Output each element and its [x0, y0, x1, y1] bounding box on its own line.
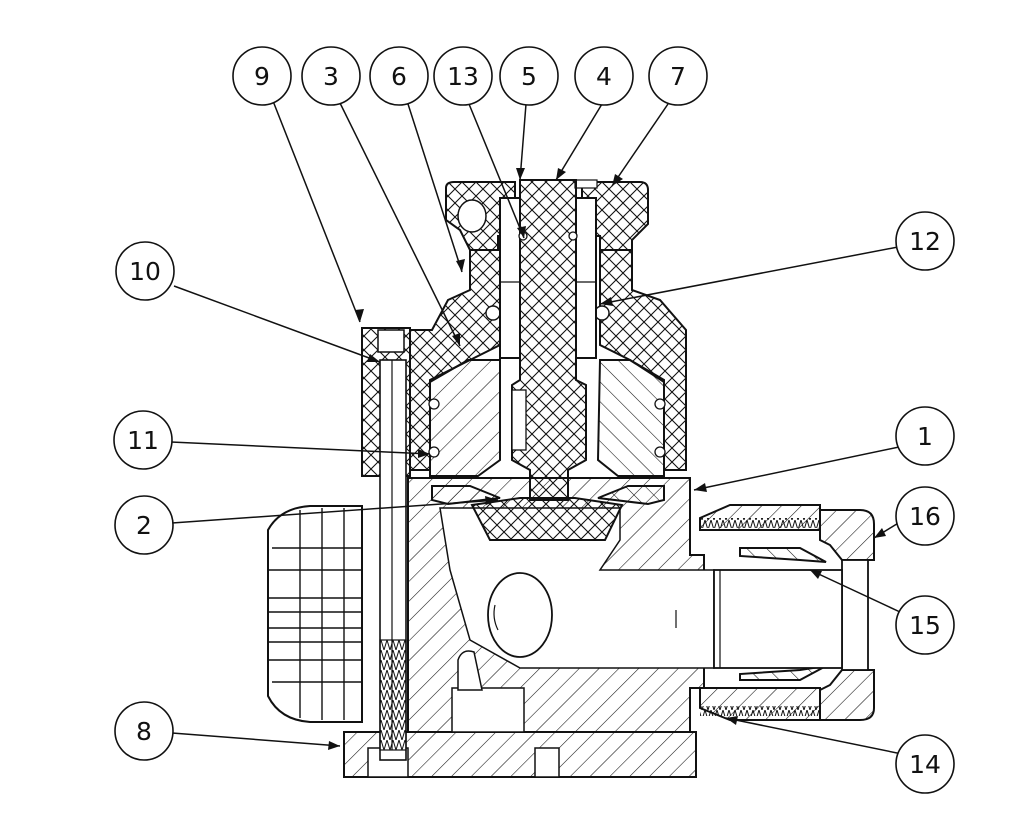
balloon-12-label: 12 [909, 227, 941, 256]
leader-lines [170, 100, 903, 755]
coupling-nut-part-16 [819, 509, 875, 721]
balloon-3: 3 [301, 46, 361, 106]
balloon-10-label: 10 [129, 257, 161, 286]
balloon-16-label: 16 [909, 502, 941, 531]
balloon-2: 2 [114, 495, 174, 555]
balloon-3-label: 3 [323, 62, 339, 91]
diaphragm-seal-part-2 [431, 477, 665, 541]
balloon-10: 10 [115, 241, 175, 301]
fitting-body-part-14 [699, 504, 821, 721]
balloon-7-label: 7 [670, 62, 686, 91]
balloon-1: 1 [895, 406, 955, 466]
balloon-13-label: 13 [447, 62, 479, 91]
balloon-4: 4 [574, 46, 634, 106]
balloon-2-label: 2 [136, 511, 152, 540]
balloon-8-label: 8 [136, 717, 152, 746]
stem-guide-part-5 [499, 197, 597, 359]
top-knob-part-7 [445, 179, 649, 251]
valve-body-part-1 [407, 477, 715, 733]
balloon-8: 8 [114, 701, 174, 761]
balloon-12: 12 [895, 211, 955, 271]
balloon-14-label: 14 [909, 750, 941, 779]
balloon-1-label: 1 [917, 422, 933, 451]
balloon-7: 7 [648, 46, 708, 106]
balloon-4-label: 4 [596, 62, 612, 91]
tube-stub [713, 569, 843, 669]
balloon-11: 11 [113, 410, 173, 470]
balloon-15-label: 15 [909, 611, 941, 640]
balloon-16: 16 [895, 486, 955, 546]
ferrule-part-15 [739, 547, 827, 681]
seat-carrier-part-3 [428, 359, 666, 477]
long-bolt-part-9 [361, 327, 411, 761]
side-handwheel [267, 505, 363, 723]
balloon-5-label: 5 [521, 62, 537, 91]
balloon-9-label: 9 [254, 62, 270, 91]
balloon-14: 14 [895, 734, 955, 794]
balloon-9: 9 [232, 46, 292, 106]
balloon-13: 13 [433, 46, 493, 106]
balloon-6-label: 6 [391, 62, 407, 91]
balloon-6: 6 [369, 46, 429, 106]
balloon-15: 15 [895, 595, 955, 655]
balloon-5: 5 [499, 46, 559, 106]
balloon-11-label: 11 [127, 426, 159, 455]
